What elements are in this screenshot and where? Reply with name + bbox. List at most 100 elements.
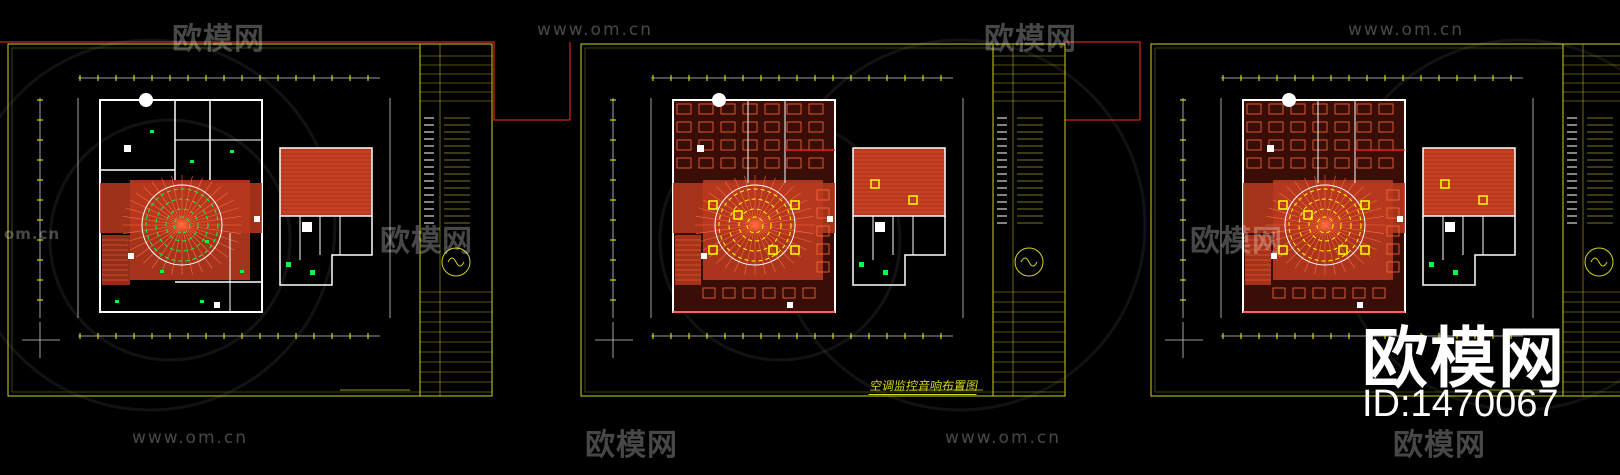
speaker-icon bbox=[1338, 245, 1348, 255]
radial-floor-line bbox=[1324, 224, 1385, 234]
dining-booth bbox=[782, 287, 796, 299]
dining-booth bbox=[702, 287, 716, 299]
dining-booth bbox=[1312, 121, 1328, 133]
radial-floor-line bbox=[181, 207, 239, 226]
dining-booth bbox=[1290, 103, 1306, 115]
designer-seal-mark bbox=[1020, 257, 1038, 267]
dining-booth bbox=[1334, 139, 1350, 151]
dining-booth bbox=[1290, 121, 1306, 133]
radial-floor-line bbox=[181, 224, 235, 251]
dining-booth bbox=[1312, 157, 1328, 169]
dining-booth bbox=[720, 139, 736, 151]
fixture-marker bbox=[1397, 216, 1403, 222]
dining-booth bbox=[1386, 225, 1400, 237]
dining-booth bbox=[720, 157, 736, 169]
central-ring bbox=[173, 216, 191, 234]
sensor-icon bbox=[200, 300, 204, 303]
radial-floor-line bbox=[181, 216, 242, 226]
secondary-floor-plan bbox=[279, 147, 373, 286]
watermark-circle bbox=[48, 118, 292, 362]
fixture-marker bbox=[1271, 253, 1277, 259]
dining-booth bbox=[1246, 157, 1262, 169]
radial-floor-line bbox=[181, 186, 221, 226]
radial-floor-line bbox=[754, 224, 815, 234]
fixture-marker bbox=[875, 222, 885, 232]
secondary-lower-wall bbox=[279, 216, 373, 286]
watermark-url-bottom-1: www.om.cn bbox=[132, 428, 249, 448]
dining-booth bbox=[1334, 157, 1350, 169]
radial-floor-line bbox=[1324, 224, 1382, 243]
radial-floor-line bbox=[1324, 224, 1372, 258]
dining-booth bbox=[816, 243, 830, 255]
dining-booth bbox=[762, 287, 776, 299]
radial-floor-line bbox=[181, 224, 242, 234]
sensor-icon bbox=[205, 240, 209, 243]
dining-booth bbox=[808, 121, 824, 133]
dining-booth bbox=[1268, 121, 1284, 133]
central-circle-wall bbox=[1284, 184, 1366, 266]
central-ring bbox=[1298, 198, 1352, 252]
radial-floor-line bbox=[1272, 199, 1326, 226]
radial-floor-line bbox=[1265, 216, 1326, 226]
designer-seal-icon bbox=[1584, 247, 1614, 277]
watermark-brand-5: 欧模网 bbox=[585, 428, 678, 463]
dining-booth bbox=[816, 225, 830, 237]
central-ring bbox=[155, 198, 209, 252]
title-block bbox=[419, 43, 493, 397]
radial-floor-line bbox=[716, 186, 756, 226]
dining-booth bbox=[786, 103, 802, 115]
central-ring bbox=[1308, 208, 1342, 242]
dining-booth bbox=[676, 121, 692, 133]
watermark-circle bbox=[0, 38, 337, 412]
secondary-floor-plan bbox=[852, 147, 946, 286]
dining-booth bbox=[1378, 157, 1394, 169]
radial-floor-line bbox=[181, 177, 203, 226]
dining-booth bbox=[1290, 157, 1306, 169]
watermark-brand-2: 欧模网 bbox=[984, 22, 1077, 57]
column-marker bbox=[712, 93, 726, 107]
radial-floor-line bbox=[754, 192, 802, 226]
fixture-marker bbox=[128, 253, 134, 259]
dining-booth bbox=[764, 121, 780, 133]
watermark-url-left: om.cn bbox=[4, 225, 61, 243]
speaker-icon bbox=[908, 195, 918, 205]
sensor-icon bbox=[115, 300, 119, 303]
speaker-icon bbox=[790, 245, 800, 255]
radial-floor-line bbox=[754, 177, 776, 226]
central-ring bbox=[1288, 188, 1362, 262]
watermark-brand-1: 欧模网 bbox=[172, 22, 265, 57]
dining-booth bbox=[1272, 287, 1286, 299]
dining-booth bbox=[742, 139, 758, 151]
secondary-wood-hall bbox=[852, 147, 946, 217]
sensor-icon bbox=[310, 270, 315, 275]
dining-booth bbox=[1386, 207, 1400, 219]
dining-booth bbox=[698, 103, 714, 115]
watermark-brand-4: 欧模网 bbox=[1190, 224, 1283, 259]
sensor-icon bbox=[190, 160, 194, 163]
designer-seal-mark bbox=[447, 257, 465, 267]
title-block bbox=[992, 43, 1066, 397]
radial-floor-line bbox=[1324, 177, 1346, 226]
radial-floor-line bbox=[1324, 181, 1356, 226]
sheet-2-title: 空调监控音响布置图 bbox=[868, 377, 980, 395]
sensor-icon bbox=[150, 130, 154, 133]
dining-booth bbox=[1372, 287, 1386, 299]
radial-floor-line bbox=[143, 224, 183, 264]
radial-floor-line bbox=[1324, 207, 1382, 226]
sensor-icon bbox=[160, 270, 164, 273]
dining-booth bbox=[1386, 189, 1400, 201]
title-block bbox=[1562, 43, 1620, 397]
radial-floor-line bbox=[754, 224, 794, 264]
radial-floor-line bbox=[716, 224, 756, 264]
radial-floor-line bbox=[1324, 216, 1385, 226]
radial-floor-line bbox=[698, 224, 756, 243]
radial-floor-line bbox=[695, 224, 756, 234]
sensor-icon bbox=[230, 150, 234, 153]
radial-floor-line bbox=[181, 175, 193, 226]
radial-floor-line bbox=[143, 186, 183, 226]
dining-booth bbox=[816, 189, 830, 201]
central-circle-wall bbox=[141, 184, 223, 266]
dining-booth bbox=[816, 261, 830, 273]
secondary-wood-hall bbox=[1422, 147, 1516, 217]
